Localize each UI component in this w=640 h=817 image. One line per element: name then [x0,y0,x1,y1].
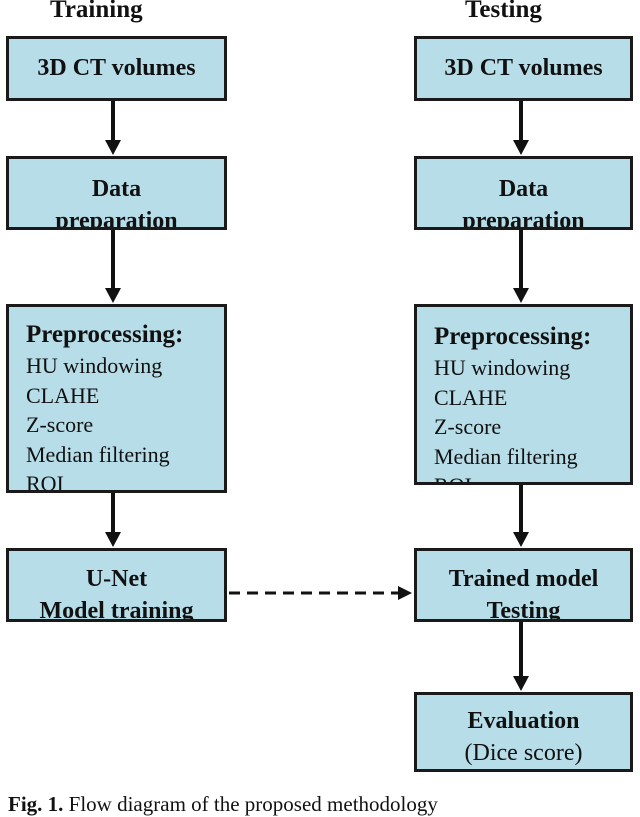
testing-evaluation-line1: Evaluation [467,708,580,734]
arrowhead-test-4 [513,676,529,691]
arrowhead-train-1 [105,140,121,155]
arrowhead-train-2 [105,288,121,303]
arrowhead-test-1 [513,140,529,155]
testing-preprocessing-box: Preprocessing: HU windowing CLAHE Z-scor… [414,304,633,485]
training-preproc-item: Median filtering [26,441,170,467]
training-preprocessing-box: Preprocessing: HU windowing CLAHE Z-scor… [6,304,227,493]
training-preproc-item: HU windowing [26,353,163,378]
testing-ct-volumes-label: 3D CT volumes [444,55,603,81]
training-unet-line2: Model training [39,598,194,622]
figure-caption: Fig. 1. Flow diagram of the proposed met… [8,792,438,817]
caption-text: Flow diagram of the proposed methodology [68,792,438,816]
training-unet-line1: U-Net [85,566,148,592]
testing-preproc-item: HU windowing [434,355,571,380]
training-preproc-item: ROI [26,471,64,493]
arrowhead-test-2 [513,288,529,303]
training-header: Training [50,0,143,23]
arrowhead-test-3 [513,532,529,547]
testing-trained-model-line1: Trained model [448,566,599,592]
training-preproc-item: CLAHE [26,382,100,408]
training-data-prep-box: Data preparation [6,156,227,230]
training-preproc-item: Z-score [26,412,94,437]
testing-preproc-item: CLAHE [434,384,508,410]
caption-label: Fig. 1. [8,792,64,816]
testing-trained-model-line2: Testing [486,598,561,622]
testing-preproc-item: Median filtering [434,443,578,469]
testing-data-prep-line1: Data [498,176,549,202]
training-preprocessing-title: Preprocessing: [26,321,184,348]
arrowhead-transfer [398,586,412,600]
training-ct-volumes-label: 3D CT volumes [37,55,196,81]
training-unet-box: U-Net Model training [6,548,227,622]
training-ct-volumes-box: 3D CT volumes [6,36,227,101]
testing-preproc-item: Z-score [434,414,502,439]
testing-evaluation-line2: (Dice score) [464,740,583,766]
testing-preproc-item: ROI [417,471,630,482]
testing-header: Testing [465,0,542,23]
training-data-prep-line1: Data [91,176,142,202]
testing-evaluation-box: Evaluation (Dice score) [414,692,633,772]
testing-data-prep-line2: preparation [462,208,585,230]
testing-preprocessing-title: Preprocessing: [434,323,592,350]
arrowhead-train-3 [105,532,121,547]
testing-data-prep-box: Data preparation [414,156,633,230]
testing-trained-model-box: Trained model Testing [414,548,633,622]
training-data-prep-line2: preparation [55,208,178,230]
testing-ct-volumes-box: 3D CT volumes [414,36,633,101]
